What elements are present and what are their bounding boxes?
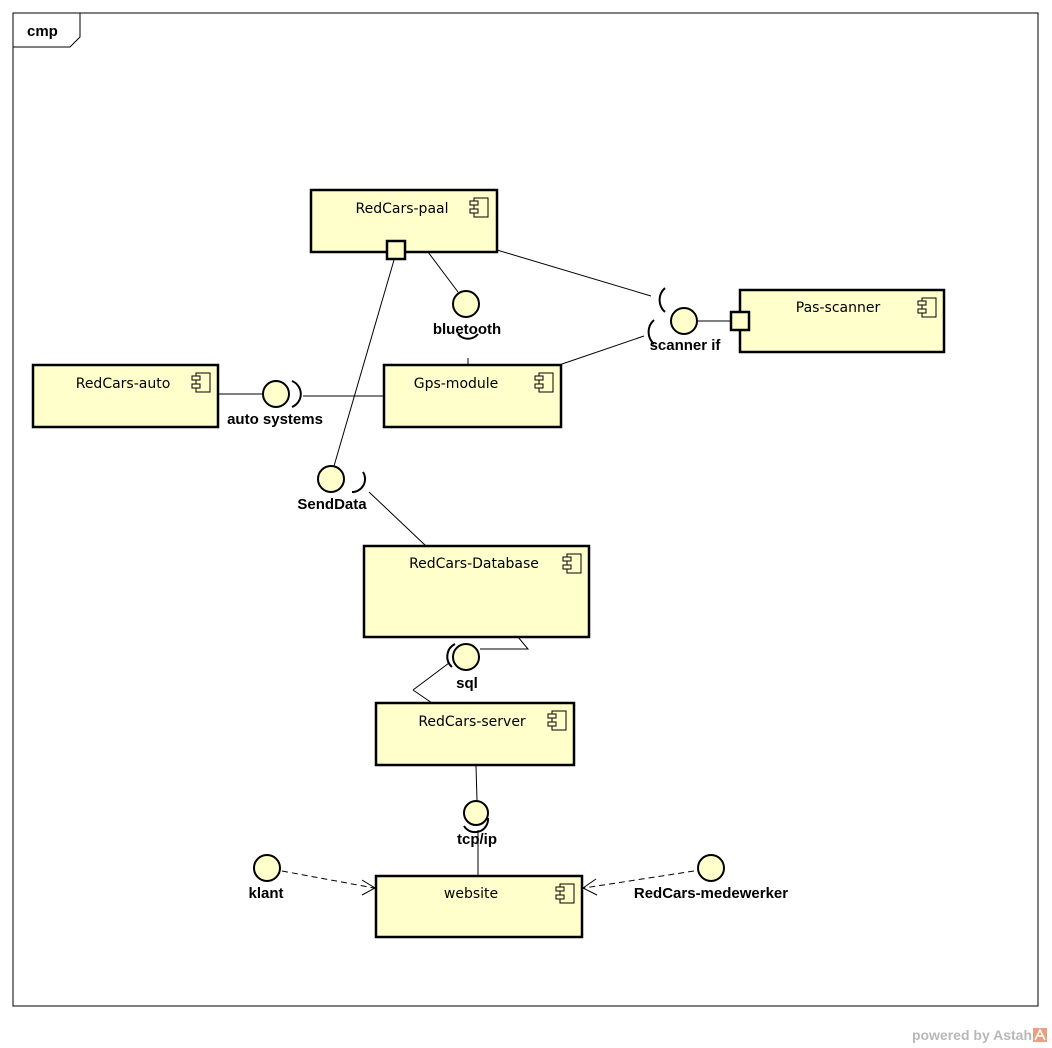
link-sql-b [412, 689, 433, 704]
interface-label: SendData [297, 496, 367, 513]
provided-interface-ball [697, 854, 725, 882]
component-box [374, 874, 584, 939]
interface-label: tcp/ip [457, 831, 497, 848]
provided-interface-ball [253, 854, 281, 882]
component-icon [917, 297, 937, 318]
interface-label: sql [456, 675, 478, 692]
component-icon [562, 553, 582, 574]
provided-interface-ball [262, 380, 290, 408]
component-box [374, 701, 576, 767]
component-gps-module[interactable]: Gps-module [382, 363, 563, 429]
interface-label: scanner if [650, 337, 722, 354]
provided-interface-ball [463, 800, 489, 826]
link-paal-scanner-if [496, 249, 652, 297]
actor-klant[interactable]: klant [248, 854, 284, 902]
port [385, 239, 407, 261]
interface-auto-systems[interactable]: auto systems [227, 380, 323, 428]
interface-senddata[interactable]: SendData [297, 465, 367, 513]
actor-label: RedCars-medewerker [634, 885, 788, 902]
required-interface-socket [351, 471, 367, 494]
provided-interface-ball [452, 290, 480, 318]
astah-logo-icon [1033, 1028, 1047, 1042]
component-redcars-database[interactable]: RedCars-Database [362, 544, 591, 639]
component-icon [469, 197, 489, 218]
port [729, 310, 751, 332]
interface-bluetooth[interactable]: bluetooth [433, 290, 501, 340]
component-name: RedCars-server [418, 714, 526, 730]
component-box [362, 544, 591, 639]
actor-label: klant [248, 885, 283, 902]
component-website[interactable]: website [374, 874, 584, 939]
required-interface-socket [457, 333, 479, 340]
component-icon [534, 372, 554, 393]
diagram-frame [12, 12, 1039, 1007]
component-redcars-auto[interactable]: RedCars-auto [31, 363, 220, 429]
component-name: RedCars-Database [409, 556, 539, 572]
provided-interface-ball [317, 465, 345, 493]
required-interface-socket [291, 380, 302, 408]
component-redcars-paal[interactable]: RedCars-paal [309, 188, 499, 261]
component-icon [191, 372, 211, 393]
interface-label: bluetooth [433, 321, 501, 338]
component-pas-scanner[interactable]: Pas-scanner [729, 288, 946, 354]
required-interface-socket [463, 817, 490, 834]
component-name: RedCars-paal [356, 201, 449, 217]
actor-redcars-medewerker[interactable]: RedCars-medewerker [634, 854, 788, 902]
interface-sql[interactable]: sql [446, 643, 480, 692]
provided-interface-ball [452, 643, 480, 671]
component-box [738, 288, 946, 354]
link-gps-scanner-if [561, 335, 645, 365]
interface-label: auto systems [227, 411, 323, 428]
component-icon [555, 883, 575, 904]
component-name: website [444, 886, 498, 902]
required-interface-socket [658, 287, 666, 313]
required-interface-socket [446, 643, 456, 668]
dep-klant-website [281, 870, 375, 889]
component-box [382, 363, 563, 429]
link-sql-a [412, 662, 450, 691]
component-box [31, 363, 220, 429]
frame-tab [13, 13, 81, 48]
provided-interface-ball [670, 307, 698, 335]
link-paal-senddata [333, 259, 395, 467]
component-redcars-server[interactable]: RedCars-server [374, 701, 576, 767]
interface-tcpip[interactable]: tcp/ip [457, 800, 497, 848]
component-name: Pas-scanner [796, 300, 881, 316]
link-database-sql [480, 636, 530, 650]
component-name: RedCars-auto [76, 376, 171, 392]
required-interface-socket [647, 319, 655, 345]
interface-scanner-if[interactable]: scanner if [647, 287, 722, 354]
link-paal-bluetooth [427, 251, 459, 293]
component-name: Gps-module [414, 376, 499, 392]
link-server-tcpip [475, 765, 478, 801]
dep-medewerker-website [583, 870, 695, 889]
watermark-text: powered by Astah [912, 1027, 1032, 1043]
connectors [218, 249, 731, 876]
component-icon [547, 710, 567, 731]
frame-label: cmp [27, 23, 58, 40]
link-senddata-database [368, 491, 427, 547]
